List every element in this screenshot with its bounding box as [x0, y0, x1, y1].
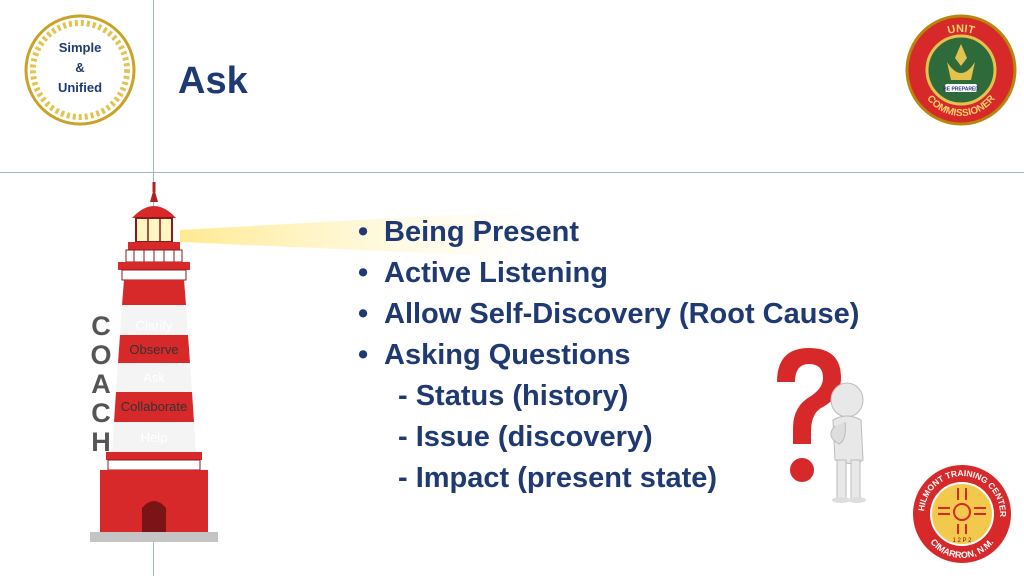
sub-bullet-text: - Impact (present state): [398, 462, 718, 494]
bullet-text: Active Listening: [384, 257, 608, 289]
bullet-dot-icon: •: [358, 339, 369, 371]
bullet-item: • Being Present: [358, 212, 859, 253]
bullet-text: Asking Questions: [384, 339, 631, 371]
sub-bullet-item: - Impact (present state): [358, 458, 859, 499]
simple-unified-logo: Simple & Unified: [24, 14, 136, 126]
band-label-clarify: Clarify: [136, 318, 173, 333]
logo-right-ribbon: BE PREPARED: [943, 87, 979, 93]
acronym-letter-o: O: [90, 340, 111, 370]
bullet-item: • Asking Questions: [358, 335, 859, 376]
sub-bullet-text: - Status (history): [398, 380, 629, 412]
logo-left-line3: Unified: [58, 80, 102, 95]
sub-bullet-text: - Issue (discovery): [398, 421, 653, 453]
bullet-dot-icon: •: [358, 216, 369, 248]
bullet-item: • Active Listening: [358, 253, 859, 294]
logo-left-line2: &: [75, 60, 84, 75]
bullet-dot-icon: •: [358, 257, 369, 289]
band-label-observe: Observe: [129, 342, 178, 357]
acronym-letter-h: H: [91, 427, 111, 457]
philmont-training-center-logo: PHILMONT TRAINING CENTER CIMARRON, N.M. …: [910, 462, 1013, 565]
bullet-dot-icon: •: [358, 298, 369, 330]
unit-commissioner-logo: UNIT COMMISSIONER BE PREPARED: [905, 14, 1017, 126]
header-divider: [0, 172, 1024, 173]
logo-right-top-text: UNIT: [946, 23, 976, 37]
sub-bullet-item: - Issue (discovery): [358, 417, 859, 458]
band-label-help: Help: [141, 430, 168, 445]
light-beam: [180, 210, 540, 258]
band-label-collaborate: Collaborate: [121, 399, 188, 414]
acronym-letter-a: A: [91, 369, 111, 399]
page-title: Ask: [178, 60, 248, 102]
bullet-text: Allow Self-Discovery (Root Cause): [384, 298, 860, 330]
band-label-ask: Ask: [143, 370, 165, 385]
acronym-letter-c1: C: [91, 311, 111, 341]
bullet-item: • Allow Self-Discovery (Root Cause): [358, 294, 859, 335]
svg-text:UNIT: UNIT: [946, 23, 976, 37]
question-mark-figure-icon: [777, 348, 866, 503]
logo-left-line1: Simple: [59, 40, 102, 55]
bullet-text: Being Present: [384, 216, 579, 248]
sub-bullet-item: - Status (history): [358, 376, 859, 417]
bullet-list: • Being Present • Active Listening • Allow …: [358, 212, 859, 499]
philmont-date: 1 2 P 2: [953, 538, 973, 544]
acronym-letter-c2: C: [91, 398, 111, 428]
coach-lighthouse: Clarify Observe Ask Collaborate Help C O…: [90, 182, 540, 542]
